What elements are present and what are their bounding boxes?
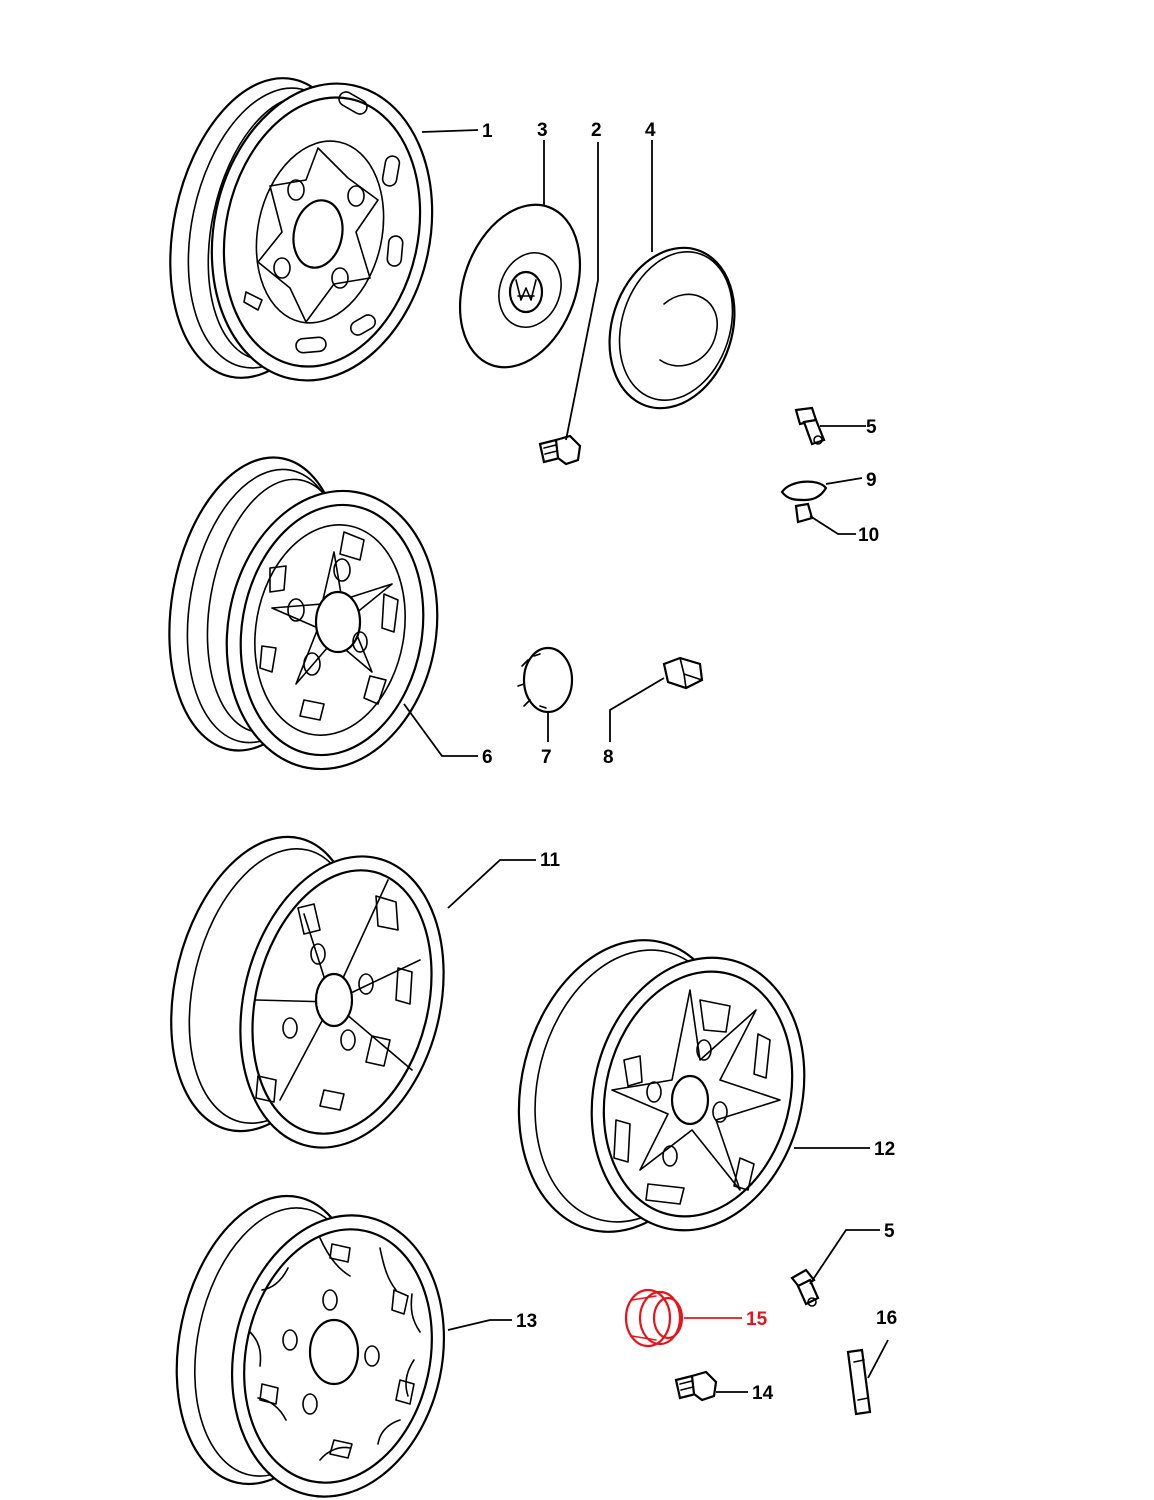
balance-weight-icon[interactable] <box>780 480 828 502</box>
wheel-bolt-icon[interactable] <box>674 1370 718 1402</box>
callout-4: 4 <box>645 120 656 252</box>
svg-text:7: 7 <box>541 747 552 768</box>
callout-5-bottom: 5 <box>809 1221 895 1285</box>
balance-weight-clip-icon[interactable] <box>794 502 814 524</box>
svg-text:6: 6 <box>482 747 493 768</box>
svg-text:8: 8 <box>603 747 614 768</box>
svg-text:4: 4 <box>645 120 656 141</box>
tire-valve-icon[interactable] <box>790 1268 820 1307</box>
svg-text:3: 3 <box>537 120 548 141</box>
hub-cap-icon[interactable] <box>439 188 602 384</box>
callout-12: 12 <box>794 1139 895 1160</box>
hub-cap-icon[interactable] <box>590 231 755 424</box>
callout-11: 11 <box>447 850 561 909</box>
callout-2: 2 <box>565 120 602 441</box>
svg-text:15: 15 <box>746 1309 768 1330</box>
callout-3: 3 <box>537 120 548 206</box>
callout-15: 15 <box>684 1309 768 1330</box>
svg-text:14: 14 <box>752 1383 774 1404</box>
svg-text:2: 2 <box>591 120 602 141</box>
callout-9: 9 <box>825 470 877 491</box>
wheel-bolt-icon[interactable] <box>538 434 582 466</box>
steel-wheel-icon[interactable] <box>148 444 459 786</box>
tire-valve-icon[interactable] <box>794 406 826 446</box>
callout-13: 13 <box>447 1311 537 1332</box>
svg-text:5: 5 <box>884 1221 895 1242</box>
callout-7: 7 <box>541 712 552 768</box>
steel-wheel-icon[interactable] <box>489 917 832 1255</box>
callout-14: 14 <box>716 1383 774 1404</box>
svg-text:9: 9 <box>866 470 877 491</box>
steel-wheel-icon[interactable] <box>144 61 459 401</box>
callout-6: 6 <box>403 703 493 768</box>
steel-wheel-icon[interactable] <box>152 1179 470 1500</box>
centre-ring-icon[interactable] <box>624 1288 684 1348</box>
callout-16: 16 <box>867 1308 897 1379</box>
hub-cap-icon[interactable] <box>517 646 574 714</box>
wheel-nut-icon[interactable] <box>662 656 704 690</box>
steel-wheel-icon[interactable] <box>142 817 473 1169</box>
svg-text:1: 1 <box>482 121 493 142</box>
svg-text:16: 16 <box>876 1308 897 1329</box>
svg-text:13: 13 <box>516 1311 537 1332</box>
callout-8: 8 <box>603 677 665 768</box>
callout-5-top: 5 <box>820 417 877 438</box>
balance-weight-icon[interactable] <box>846 1348 872 1416</box>
svg-text:10: 10 <box>858 525 879 546</box>
svg-text:12: 12 <box>874 1139 895 1160</box>
svg-text:5: 5 <box>866 417 877 438</box>
callout-1: 1 <box>421 121 493 142</box>
callout-10: 10 <box>809 515 879 546</box>
svg-text:11: 11 <box>540 850 561 871</box>
